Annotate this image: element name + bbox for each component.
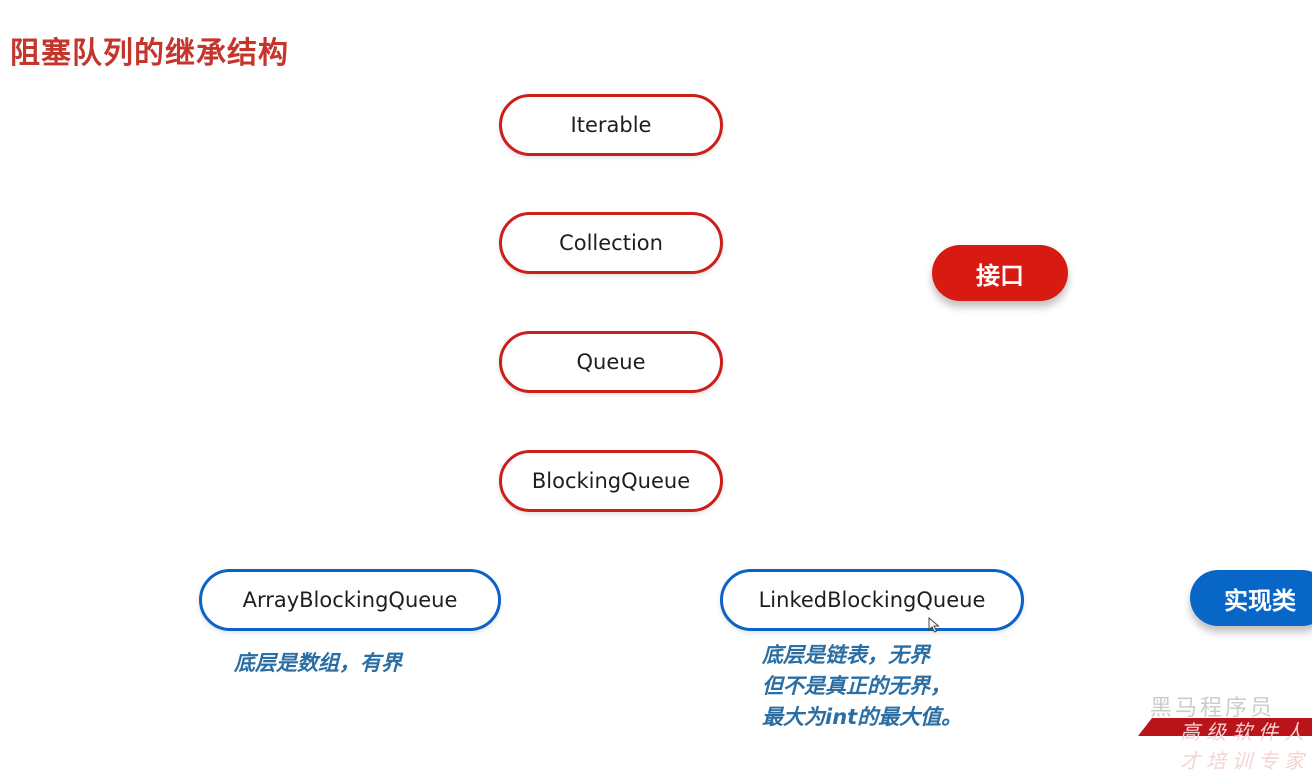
interface-legend-label: 接口 [976,261,1024,290]
arrayblockingqueue-node: ArrayBlockingQueue [199,569,501,631]
queue-label: Queue [576,350,646,374]
collection-node: Collection [499,212,723,274]
queue-node: Queue [499,331,723,393]
implementation-legend-badge: 实现类 [1190,570,1312,626]
watermark-band-text: 高级软件人才培训专家 [1180,720,1310,773]
linked-note: 底层是链表，无界 但不是真正的无界， 最大为int的最大值。 [762,640,962,733]
mouse-cursor-icon [928,617,940,633]
linked-note-line-3: 最大为int的最大值。 [762,705,963,729]
page-title: 阻塞队列的继承结构 [10,36,289,71]
linkedblockingqueue-node: LinkedBlockingQueue [720,569,1024,631]
array-note: 底层是数组，有界 [234,648,402,679]
iterable-node: Iterable [499,94,723,156]
watermark-logo: 黑马程序员 [1150,696,1276,721]
linkedblockingqueue-label: LinkedBlockingQueue [758,588,986,612]
arrayblockingqueue-label: ArrayBlockingQueue [242,588,458,612]
blockingqueue-node: BlockingQueue [499,450,723,512]
interface-legend-badge: 接口 [932,245,1068,301]
iterable-label: Iterable [570,113,652,137]
collection-label: Collection [559,231,663,255]
linked-note-line-1: 底层是链表，无界 [762,643,930,667]
array-note-line: 底层是数组，有界 [234,651,402,675]
blockingqueue-label: BlockingQueue [531,469,691,493]
linked-note-line-2: 但不是真正的无界， [762,674,951,698]
watermark-band [1138,718,1312,736]
implementation-legend-label: 实现类 [1224,586,1296,615]
